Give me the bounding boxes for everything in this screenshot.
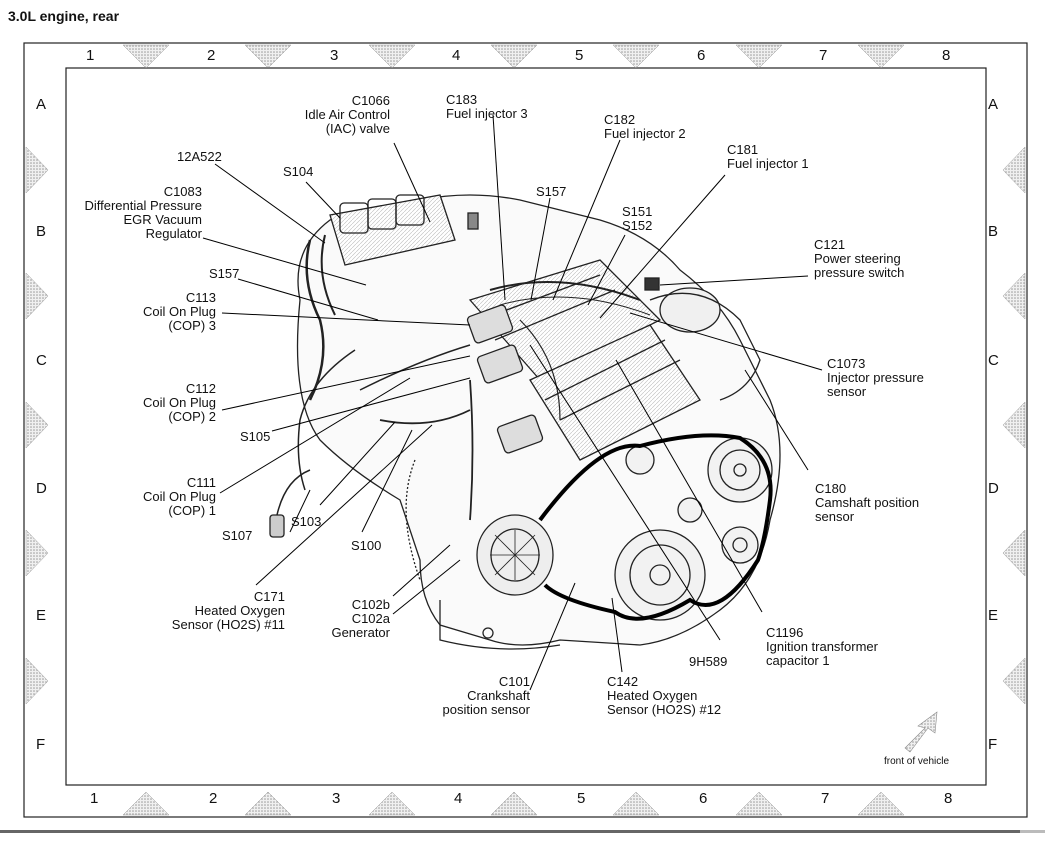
grid-col-top-4: 4 [452,47,461,64]
grid-row-left-f: F [36,736,46,753]
grid-col-bottom-2: 2 [209,790,218,807]
grid-col-bottom-8: 8 [944,790,953,807]
grid-col-top-6: 6 [697,47,706,64]
zone-markers-left [25,146,49,705]
grid-col-bottom-4: 4 [454,790,463,807]
grid-col-top-7: 7 [819,47,828,64]
leader-lines [202,114,823,691]
grid-row-left-a: A [36,96,47,113]
grid-col-bottom-7: 7 [821,790,830,807]
engine-illustration [269,194,781,650]
front-of-vehicle-arrow [904,711,938,753]
grid-row-left-e: E [36,607,47,624]
grid-row-right-c: C [988,352,999,369]
label-s105: S105 [240,429,271,444]
label-s103: S103 [291,514,322,529]
label-s104: S104 [283,164,314,179]
label-12a522: 12A522 [177,149,222,164]
grid-col-top-5: 5 [575,47,584,64]
grid-row-left-b: B [36,223,47,240]
label-s157-left: S157 [209,266,240,281]
label-9h589: 9H589 [689,654,728,669]
grid-col-bottom-5: 5 [577,790,586,807]
bottom-divider [0,830,1045,833]
zone-markers-right [1002,146,1026,705]
grid-row-left-c: C [36,352,47,369]
front-of-vehicle-label: front of vehicle [884,756,950,767]
grid-col-top-1: 1 [86,47,95,64]
label-s107: S107 [222,528,253,543]
grid-row-right-d: D [988,480,999,497]
label-s157-top: S157 [536,184,567,199]
grid-col-bottom-1: 1 [90,790,99,807]
grid-row-left-d: D [36,480,47,497]
page-title: 3.0L engine, rear [8,8,120,24]
grid-col-top-8: 8 [942,47,951,64]
grid-col-bottom-3: 3 [332,790,341,807]
grid-col-top-3: 3 [330,47,339,64]
grid-col-top-2: 2 [207,47,216,64]
grid-row-right-b: B [988,223,999,240]
zone-markers-top [122,44,905,69]
zone-markers-bottom [122,791,905,816]
bottom-divider-end [1020,830,1045,833]
grid-col-bottom-6: 6 [699,790,708,807]
grid-row-right-f: F [988,736,998,753]
grid-row-right-a: A [988,96,999,113]
inner-border [65,67,987,786]
label-s100: S100 [351,538,382,553]
outer-border [23,42,1028,818]
grid-row-right-e: E [988,607,999,624]
